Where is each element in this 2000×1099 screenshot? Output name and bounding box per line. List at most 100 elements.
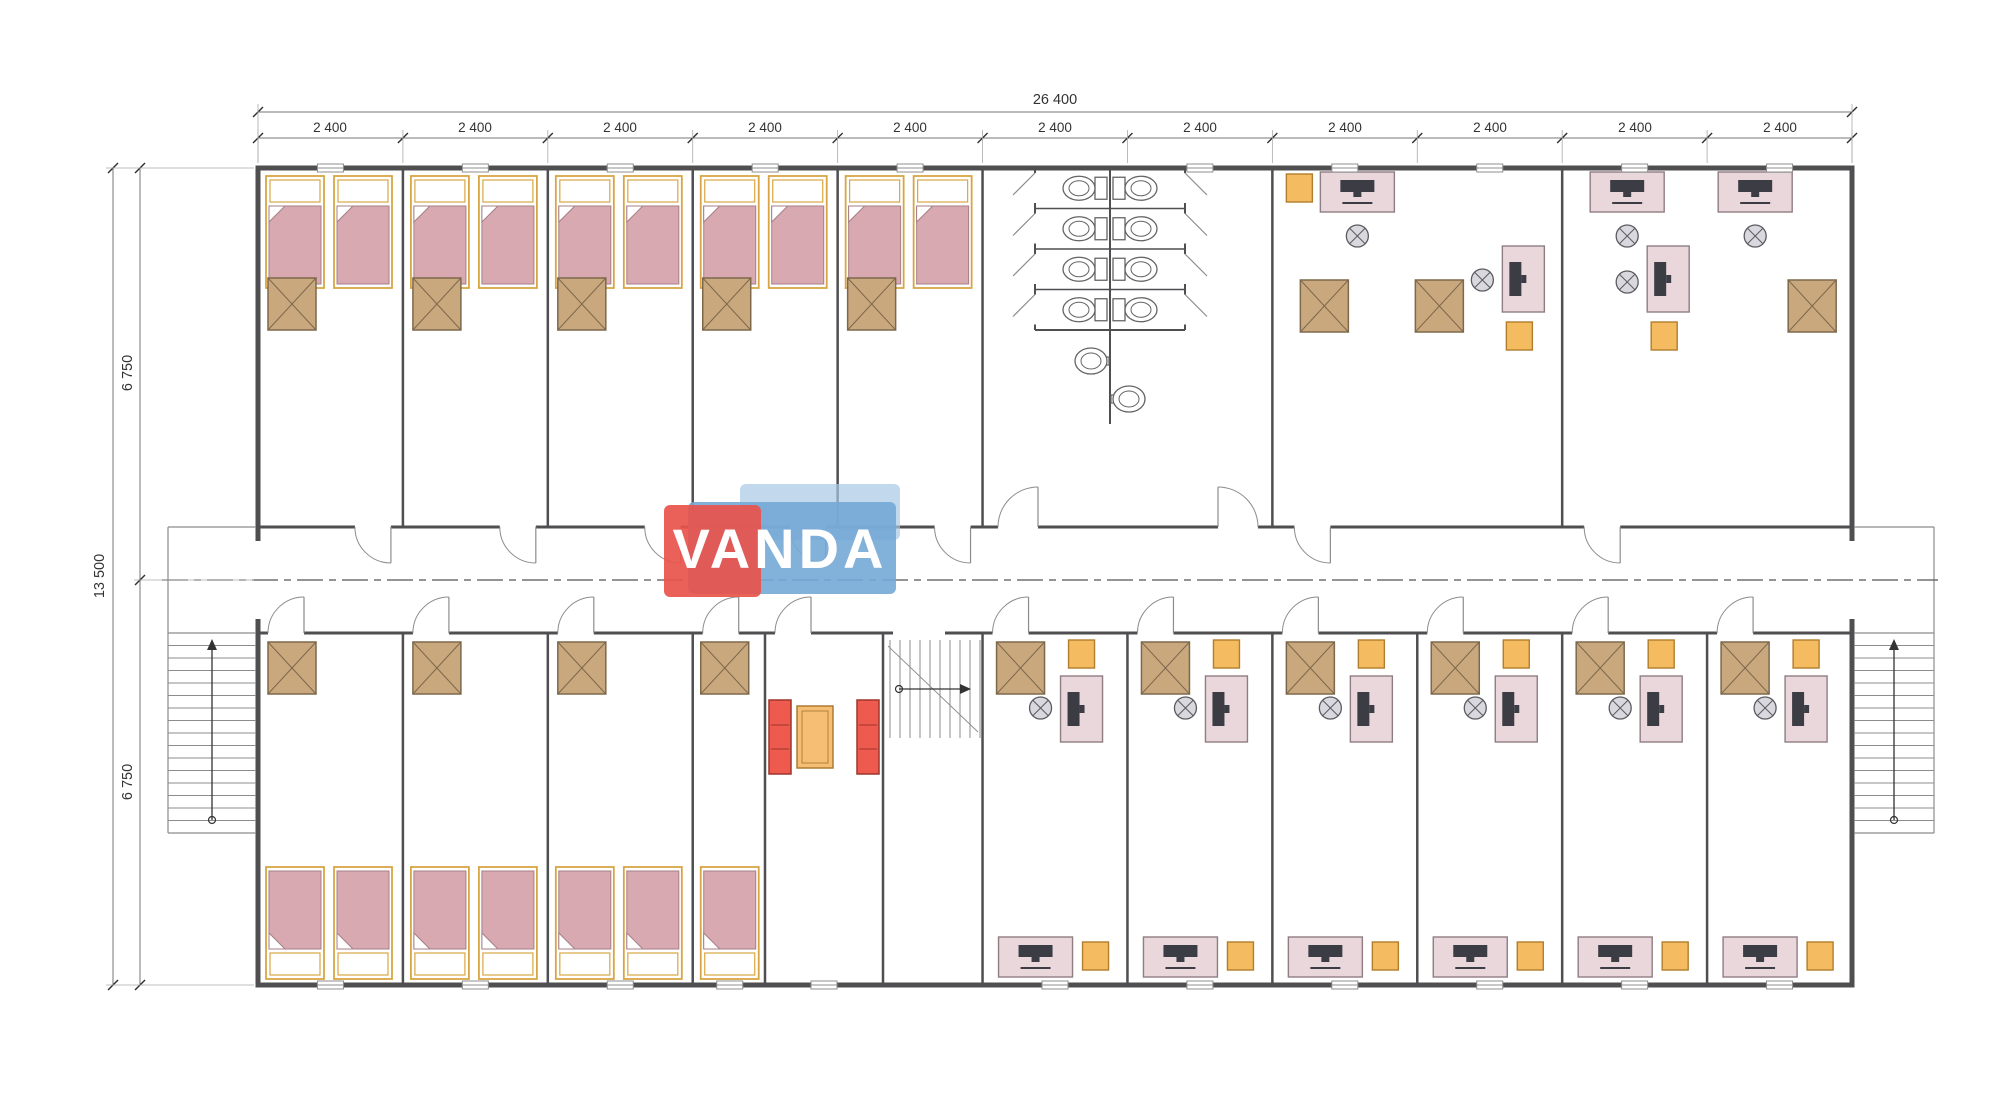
window <box>896 163 924 173</box>
wardrobe-cross <box>700 641 750 695</box>
bed <box>410 866 470 980</box>
window <box>1041 980 1069 990</box>
stall-door-leaf <box>1012 172 1036 196</box>
toilet-tank <box>1112 298 1126 322</box>
wardrobe-cross <box>1285 641 1335 695</box>
blanket-fold <box>558 205 577 224</box>
desk <box>1646 245 1690 313</box>
door <box>267 596 305 637</box>
pillow <box>917 179 969 203</box>
toilet <box>1112 175 1158 201</box>
window <box>1331 163 1359 173</box>
monitor-stand <box>1756 957 1765 962</box>
wardrobe <box>267 641 317 695</box>
wardrobe <box>1575 641 1625 695</box>
wardrobe-cross <box>267 641 317 695</box>
monitor-stand <box>1751 192 1760 197</box>
monitor-stand <box>1321 957 1330 962</box>
monitor-stand <box>1804 705 1810 713</box>
door-swing <box>557 596 594 634</box>
pillow <box>627 179 679 203</box>
sofa-body <box>768 699 792 775</box>
monitor-stand <box>1666 275 1672 283</box>
side-chair <box>1371 941 1400 971</box>
sink-basin-inner <box>1118 390 1140 408</box>
blanket-fold <box>848 205 866 224</box>
bed <box>478 866 538 980</box>
door-gap <box>644 523 681 531</box>
door-gap <box>998 523 1038 531</box>
side-chair <box>1661 941 1689 971</box>
bed <box>844 175 905 289</box>
computer-monitor <box>1792 692 1805 726</box>
blanket-fold <box>413 205 432 224</box>
door-swing <box>499 526 536 564</box>
cabinet <box>1505 321 1534 351</box>
logo-block-red <box>664 505 761 597</box>
door-gap <box>354 523 391 531</box>
toilet-bowl <box>1062 297 1096 323</box>
door-gap <box>1182 294 1189 325</box>
sink <box>1074 347 1110 375</box>
mattress <box>626 205 680 285</box>
cabinet <box>1502 639 1530 669</box>
chair-spoke <box>1474 271 1491 289</box>
door-gap <box>499 523 536 531</box>
blanket-fold <box>771 205 789 224</box>
mattress <box>916 205 970 285</box>
window <box>1186 163 1214 173</box>
computer-monitor <box>1647 692 1660 726</box>
bed <box>912 175 973 289</box>
window <box>1476 163 1504 173</box>
dim-bay-label: 2 400 <box>893 120 927 135</box>
wardrobe <box>267 277 317 331</box>
chair-spoke <box>1756 699 1774 717</box>
bed <box>265 175 325 289</box>
chair-spoke <box>1466 699 1484 717</box>
toilet <box>1062 216 1108 242</box>
computer-monitor <box>1018 945 1053 957</box>
door <box>412 596 450 637</box>
door-swing <box>992 596 1029 634</box>
chair-spoke <box>1177 699 1194 717</box>
side-chair <box>1516 941 1544 971</box>
mattress <box>848 205 902 285</box>
toilet <box>1062 175 1108 201</box>
wardrobe-cross <box>702 277 752 331</box>
wardrobe <box>557 277 607 331</box>
stall-door-leaf <box>1184 213 1208 236</box>
mattress <box>336 205 390 285</box>
door-gap <box>1427 629 1464 637</box>
bed <box>265 866 325 980</box>
bed <box>554 175 615 289</box>
door-gap <box>1218 523 1258 531</box>
desk <box>1204 675 1249 743</box>
door-swing <box>1217 486 1259 528</box>
toilet <box>1062 256 1108 282</box>
sofa <box>856 699 880 775</box>
side-chair <box>1226 941 1255 971</box>
monitor-stand <box>1369 705 1375 713</box>
wardrobe <box>1430 641 1481 695</box>
toilet-bowl <box>1124 175 1158 201</box>
chair-spoke <box>1746 227 1764 245</box>
window <box>1476 980 1504 990</box>
stair-arrow-head <box>960 684 971 694</box>
door-gap <box>1584 523 1621 531</box>
door-swing <box>1136 596 1174 634</box>
dim-bay-label: 2 400 <box>1038 120 1072 135</box>
blanket-fold <box>413 931 432 950</box>
desk <box>1577 936 1653 978</box>
computer-monitor <box>1163 945 1198 957</box>
dim-bay-label: 2 400 <box>1328 120 1362 135</box>
desk <box>1319 171 1396 213</box>
monitor-stand <box>1224 705 1230 713</box>
bed <box>699 175 760 289</box>
sink <box>1110 385 1146 413</box>
toilet-seat <box>1068 301 1090 318</box>
monitor-stand <box>1611 957 1620 962</box>
door <box>1136 596 1175 637</box>
blanket-fold <box>703 205 721 224</box>
door-gap <box>1182 213 1189 244</box>
